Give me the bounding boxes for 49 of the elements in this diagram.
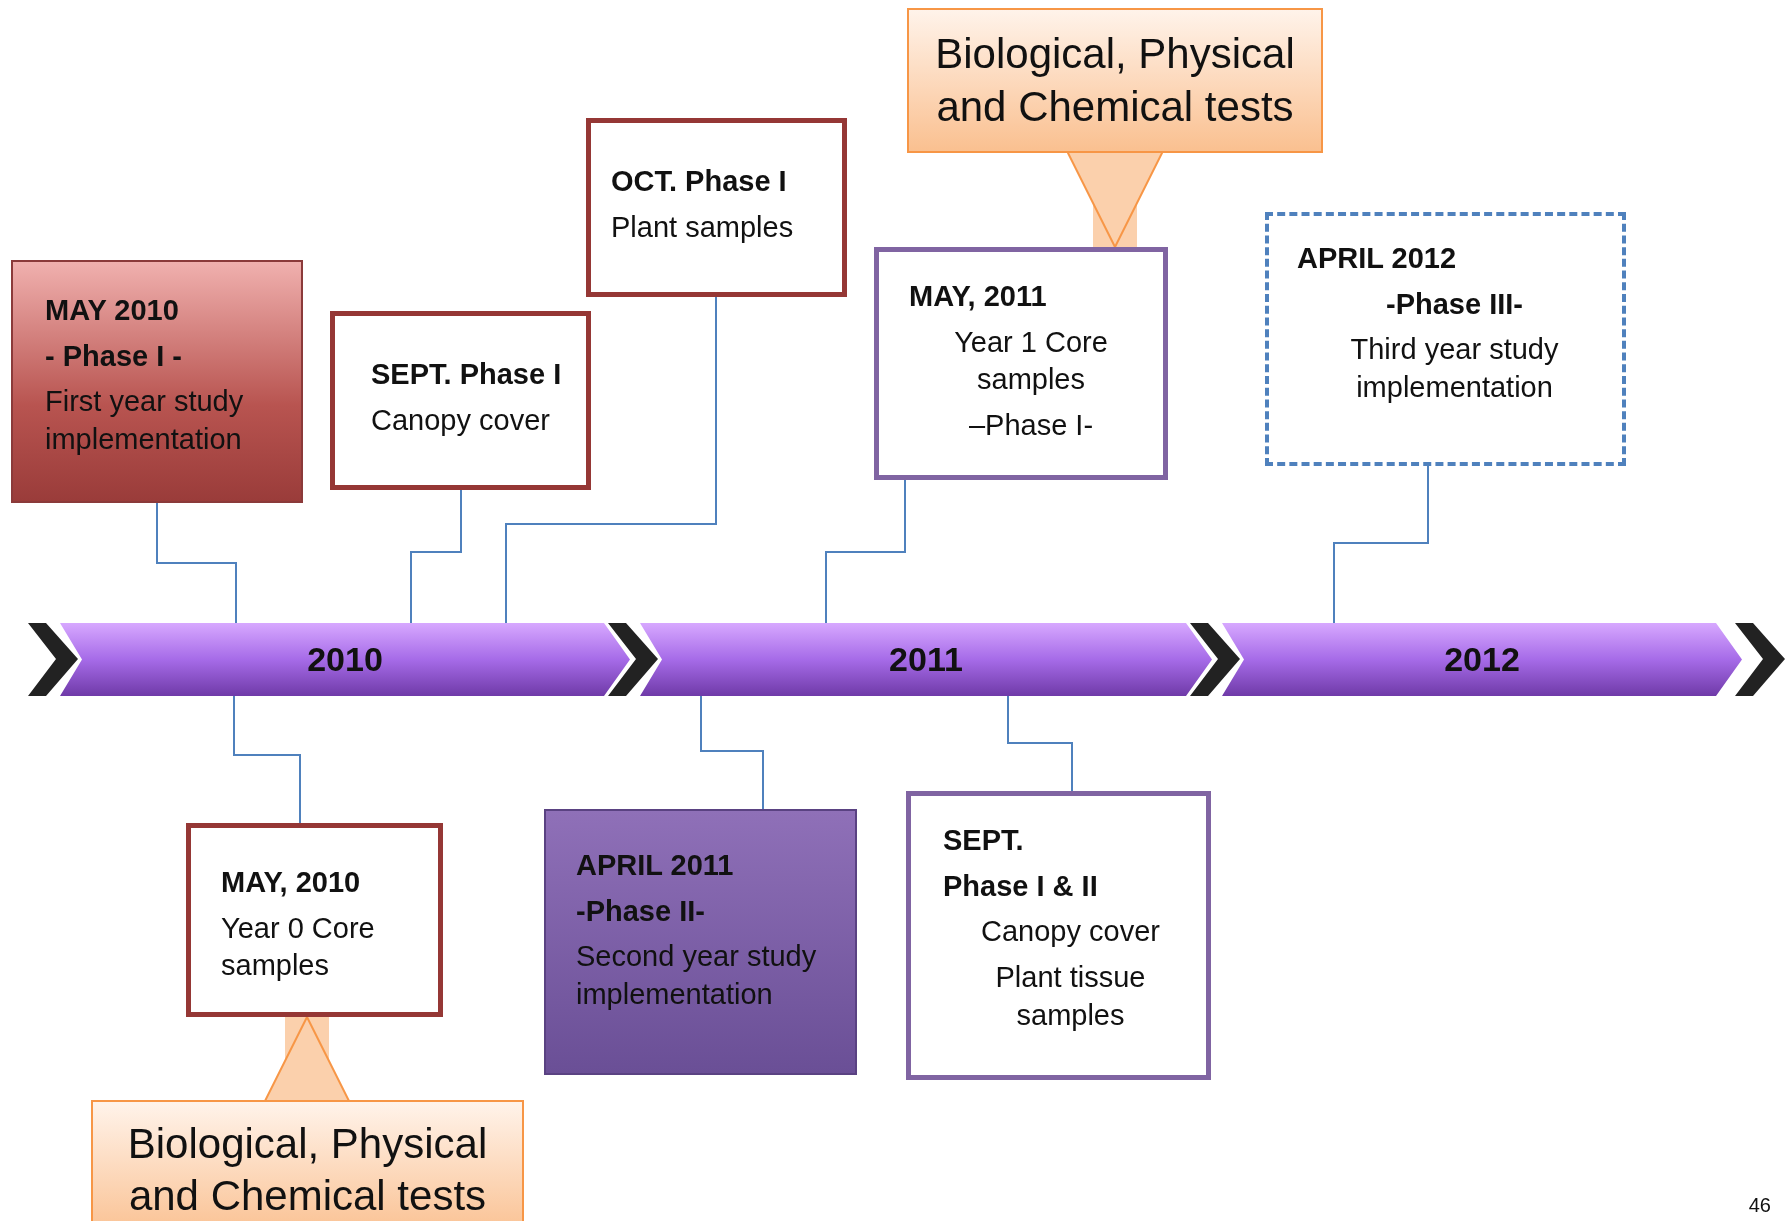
- event-box: [186, 823, 443, 1017]
- box-text: Plant samples: [611, 209, 795, 245]
- event-box: [330, 311, 591, 490]
- callout-text: Biological, Physical and Chemical tests: [126, 1118, 489, 1221]
- event-box: [1265, 212, 1626, 466]
- box-text: Plant tissue samples: [994, 960, 1147, 1033]
- event-box: [874, 247, 1168, 480]
- box-text: Canopy cover: [980, 914, 1161, 950]
- box-heading: - Phase I -: [45, 338, 183, 374]
- event-box: [11, 260, 303, 503]
- year-label: 2011: [889, 639, 963, 681]
- year-label: 2012: [1444, 639, 1520, 681]
- leader-line: [700, 695, 764, 810]
- callout-text: Biological, Physical and Chemical tests: [934, 29, 1296, 132]
- leader-line: [505, 296, 717, 624]
- box-heading: APRIL 2011: [576, 848, 735, 883]
- event-box: [906, 791, 1211, 1080]
- box-text: Second year study implementation: [576, 939, 818, 1013]
- box-text: First year study implementation: [45, 384, 245, 458]
- box-heading: SEPT.: [943, 823, 1025, 858]
- leader-line: [1007, 695, 1073, 792]
- box-heading: -Phase III-: [1385, 286, 1524, 322]
- box-heading: OCT. Phase I: [611, 164, 788, 199]
- callout-box: [907, 8, 1323, 153]
- box-heading: APRIL 2012: [1297, 241, 1458, 276]
- timeline-segment: [1222, 623, 1742, 696]
- year-label: 2010: [307, 639, 383, 681]
- box-text: Year 1 Core samples: [953, 324, 1109, 398]
- box-heading: -Phase II-: [576, 893, 706, 929]
- box-text: Year 0 Core samples: [221, 910, 376, 984]
- leader-line: [156, 502, 237, 624]
- box-heading: MAY 2010: [45, 293, 180, 328]
- callout-box: [91, 1100, 524, 1221]
- leader-line: [1333, 465, 1429, 624]
- box-text: Canopy cover: [371, 402, 551, 438]
- box-heading: MAY, 2010: [221, 865, 362, 900]
- timeline-segment: [640, 623, 1212, 696]
- box-heading: SEPT. Phase I: [371, 357, 563, 392]
- box-heading: Phase I & II: [943, 868, 1099, 904]
- box-text: –Phase I-: [967, 408, 1095, 444]
- box-heading: MAY, 2011: [909, 279, 1048, 314]
- box-text: Third year study implementation: [1349, 332, 1560, 406]
- event-box: [544, 809, 857, 1075]
- event-box: [586, 118, 847, 297]
- leader-line: [825, 479, 906, 624]
- leader-line: [410, 489, 462, 624]
- page-number: 46: [1748, 1194, 1771, 1217]
- leader-line: [233, 695, 301, 824]
- timeline-segment: [60, 623, 630, 696]
